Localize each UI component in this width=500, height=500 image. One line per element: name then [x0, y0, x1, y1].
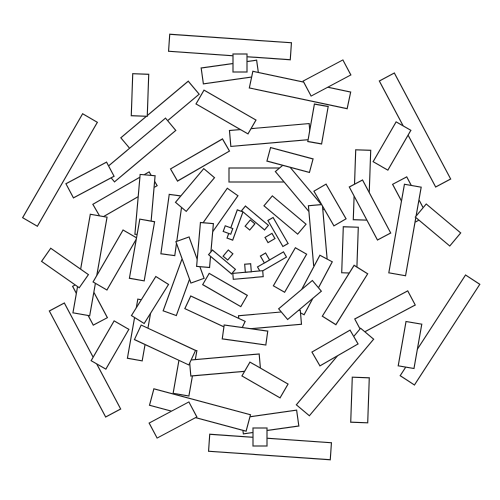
- bar-33: [241, 361, 289, 399]
- bar-59: [313, 183, 347, 227]
- bar-40: [21, 113, 99, 227]
- bar-10: [195, 89, 257, 135]
- bar-62: [175, 236, 205, 284]
- bar-61: [221, 324, 269, 346]
- bar-9: [307, 103, 329, 145]
- bar-79: [222, 249, 234, 261]
- bar-44: [40, 247, 90, 289]
- bar-2: [232, 53, 248, 73]
- bar-66: [201, 272, 249, 308]
- bar-56: [160, 193, 184, 257]
- bar-11: [378, 72, 452, 188]
- bar-67: [196, 221, 214, 269]
- bar-57: [174, 167, 216, 213]
- bar-15: [414, 203, 462, 247]
- bar-43: [72, 213, 108, 317]
- bar-12: [372, 121, 412, 171]
- bar-35: [90, 320, 130, 370]
- bar-4: [302, 59, 352, 97]
- bar-65: [272, 246, 308, 294]
- bar-78: [207, 249, 237, 275]
- bar-72: [267, 216, 289, 248]
- bar-17: [348, 179, 392, 241]
- bar-39: [133, 324, 197, 366]
- bar-28: [252, 427, 268, 447]
- bar-34: [48, 302, 122, 418]
- bar-29: [148, 388, 252, 432]
- bar-22: [397, 320, 423, 370]
- bar-77: [244, 263, 252, 273]
- bar-27: [240, 409, 300, 435]
- bar-64: [263, 195, 307, 235]
- bar-32: [188, 353, 262, 377]
- bar-60: [277, 279, 323, 321]
- bar-24: [350, 376, 370, 424]
- bar-25: [311, 329, 359, 367]
- bar-51: [307, 203, 329, 267]
- bar-26: [207, 433, 333, 461]
- bar-48: [169, 138, 231, 182]
- bar-6: [130, 73, 150, 117]
- bar-74: [256, 251, 288, 273]
- bar-19: [321, 264, 369, 326]
- bar-71: [244, 219, 256, 231]
- bar-1: [200, 59, 260, 85]
- bar-30: [148, 401, 198, 439]
- bar-14: [388, 183, 422, 277]
- bar-3: [248, 70, 352, 110]
- bar-group: [21, 33, 481, 461]
- bar-47: [128, 218, 156, 282]
- bar-45: [92, 229, 138, 291]
- bar-73: [264, 232, 276, 244]
- bar-0: [167, 33, 293, 61]
- bar-70: [240, 205, 270, 231]
- bar-41: [65, 161, 115, 199]
- bar-23: [295, 327, 375, 417]
- bar-38: [130, 275, 170, 325]
- bar-68: [226, 209, 244, 241]
- bar-58: [266, 146, 314, 174]
- bar-21: [354, 290, 416, 334]
- bar-75: [259, 252, 271, 264]
- bar-69: [222, 225, 234, 235]
- bar-20: [399, 274, 481, 386]
